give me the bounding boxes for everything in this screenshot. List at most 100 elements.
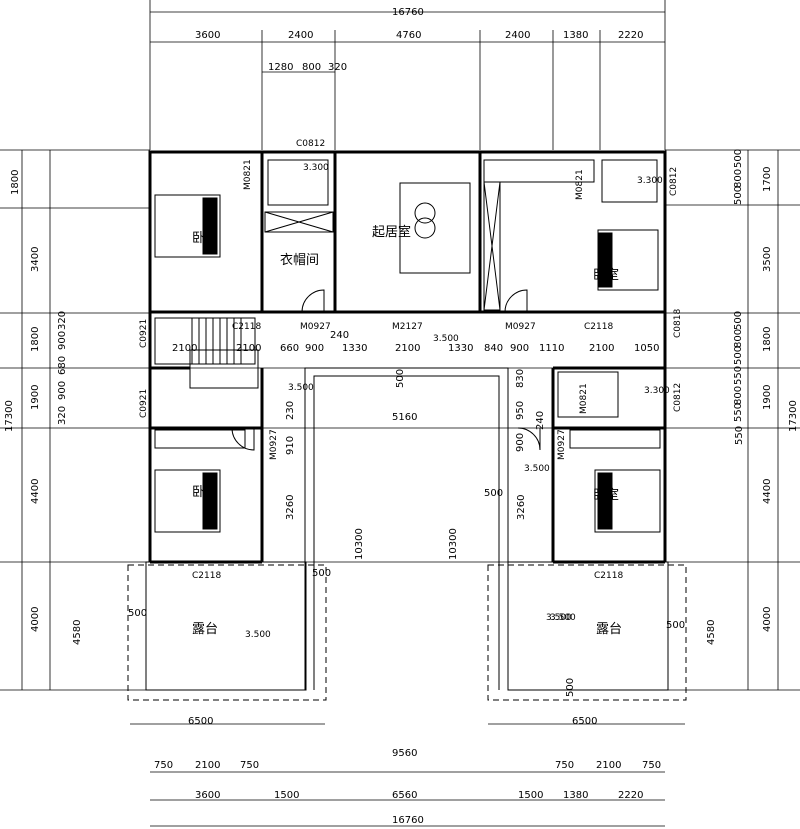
dim-corr-3: 660 xyxy=(280,343,299,354)
room-living: 起居室 xyxy=(372,224,411,240)
dim-corr-11: 2100 xyxy=(589,343,614,354)
dim-corr-9: 900 xyxy=(510,343,529,354)
level-5: 3.500 xyxy=(524,464,550,474)
dim-corr-8: 840 xyxy=(484,343,503,354)
level-2: 3.300 xyxy=(637,176,663,186)
room-bedroom-sw: 卧室 xyxy=(192,484,218,500)
dim-left-4: 1900 xyxy=(30,385,41,410)
dim-top-6: 2220 xyxy=(618,30,643,41)
dim-top-sub-1: 1280 xyxy=(268,62,293,73)
dim-right-small-5: 800 xyxy=(733,329,744,348)
dim-misc-2: 500 xyxy=(666,620,685,631)
dim-right-7: 4000 xyxy=(762,607,773,632)
code-c0812-top: C0812 xyxy=(296,139,325,149)
code-m2127: M2127 xyxy=(392,322,423,332)
dim-courtyard-width: 5160 xyxy=(392,412,417,423)
dim-courtyard-depth-left: 10300 xyxy=(354,528,365,560)
dim-bsr-3: 750 xyxy=(642,760,661,771)
dim-right-3: 1800 xyxy=(762,327,773,352)
code-c2118-1: C2118 xyxy=(232,322,261,332)
code-c2118-sw: C2118 xyxy=(192,571,221,581)
room-terrace-right: 露台 xyxy=(596,622,622,637)
dim-left-small-4: 900 xyxy=(57,381,68,400)
dim-bottom-total: 16760 xyxy=(392,815,424,826)
dim-misc-3: 500 xyxy=(312,568,331,579)
dim-left-small-3: 680 xyxy=(57,356,68,375)
dim-left-total: 17300 xyxy=(4,400,15,432)
code-m0821-se: M0821 xyxy=(579,383,589,414)
room-wardrobe: 衣帽间 xyxy=(280,252,319,268)
dim-top-5: 1380 xyxy=(563,30,588,41)
level-7: 3.500 xyxy=(245,630,271,640)
code-c2118-se: C2118 xyxy=(594,571,623,581)
room-bedroom-se: 卧室 xyxy=(593,487,619,503)
code-c0921-1: C0921 xyxy=(139,319,149,348)
dim-misc-13: 500 xyxy=(565,678,576,697)
dim-misc-1: 500 xyxy=(128,608,147,619)
dim-corr-10: 1110 xyxy=(539,343,564,354)
level-6: 3.300 xyxy=(644,386,670,396)
level-9: 3.500 xyxy=(546,613,572,623)
dim-bottom-6: 2220 xyxy=(618,790,643,801)
dim-bottom-3: 6560 xyxy=(392,790,417,801)
dim-right-4: 1900 xyxy=(762,385,773,410)
level-3: 3.500 xyxy=(433,334,459,344)
dim-misc-7: 950 xyxy=(515,401,526,420)
dim-corr-1: 2100 xyxy=(172,343,197,354)
dim-left-extra: 4580 xyxy=(72,620,83,645)
dim-misc-9: 240 xyxy=(535,411,546,430)
dim-right-extra: 4580 xyxy=(706,620,717,645)
dim-bottom-4: 1500 xyxy=(518,790,543,801)
dim-right-small-8: 800 xyxy=(733,386,744,405)
dim-bottom-1: 3600 xyxy=(195,790,220,801)
dim-left-small-1: 320 xyxy=(57,311,68,330)
dim-right-small-6: 500 xyxy=(733,346,744,365)
code-c0818: C0818 xyxy=(673,309,683,338)
dim-left-2: 3400 xyxy=(30,247,41,272)
dim-right-2: 3500 xyxy=(762,247,773,272)
dim-left-3: 1800 xyxy=(30,327,41,352)
code-c0812-ne: C0812 xyxy=(669,167,679,196)
code-m0927-se: M0927 xyxy=(557,429,567,460)
dim-misc-4: 500 xyxy=(484,488,503,499)
dim-right-small-9: 550 xyxy=(733,403,744,422)
dim-top-4: 2400 xyxy=(505,30,530,41)
dim-left-6: 4000 xyxy=(30,607,41,632)
code-m0821-ne: M0821 xyxy=(575,169,585,200)
dim-right-1: 1700 xyxy=(762,167,773,192)
dim-depth-left: 3260 xyxy=(285,495,296,520)
dim-depth-right: 3260 xyxy=(516,495,527,520)
code-c0812-se: C0812 xyxy=(673,383,683,412)
dim-misc-8: 900 xyxy=(515,433,526,452)
dim-top-sub-3: 320 xyxy=(328,62,347,73)
dim-bsl-3: 750 xyxy=(240,760,259,771)
room-bedroom-ne: 卧室 xyxy=(593,267,619,283)
dim-courtyard-depth-right: 10300 xyxy=(448,528,459,560)
code-m0927-2: M0927 xyxy=(505,322,536,332)
dim-corr-5: 1330 xyxy=(342,343,367,354)
code-m0927-sw: M0927 xyxy=(269,429,279,460)
dim-top-2: 2400 xyxy=(288,30,313,41)
dim-right-total: 17300 xyxy=(788,400,799,432)
dim-left-5: 4400 xyxy=(30,479,41,504)
dim-right-6: 4400 xyxy=(762,479,773,504)
dim-misc-12: 240 xyxy=(330,330,349,341)
dim-left-1: 1800 xyxy=(10,170,21,195)
dim-bsr-1: 750 xyxy=(555,760,574,771)
dim-top-1: 3600 xyxy=(195,30,220,41)
level-8: 3.500 xyxy=(550,613,576,623)
dim-corr-2: 2100 xyxy=(236,343,261,354)
dim-bottom-5: 1380 xyxy=(563,790,588,801)
dim-corr-4: 900 xyxy=(305,343,324,354)
code-m0927-1: M0927 xyxy=(300,322,331,332)
dim-misc-6: 830 xyxy=(515,369,526,388)
dim-terrace-left: 6500 xyxy=(188,716,213,727)
dim-bsl-2: 2100 xyxy=(195,760,220,771)
code-c0921-2: C0921 xyxy=(139,389,149,418)
dim-misc-11: 230 xyxy=(285,401,296,420)
dim-right-small-3: 500 xyxy=(733,186,744,205)
code-m0821-nw: M0821 xyxy=(243,159,253,190)
dim-right-small-1: 500 xyxy=(733,149,744,168)
dim-left-small-2: 900 xyxy=(57,331,68,350)
